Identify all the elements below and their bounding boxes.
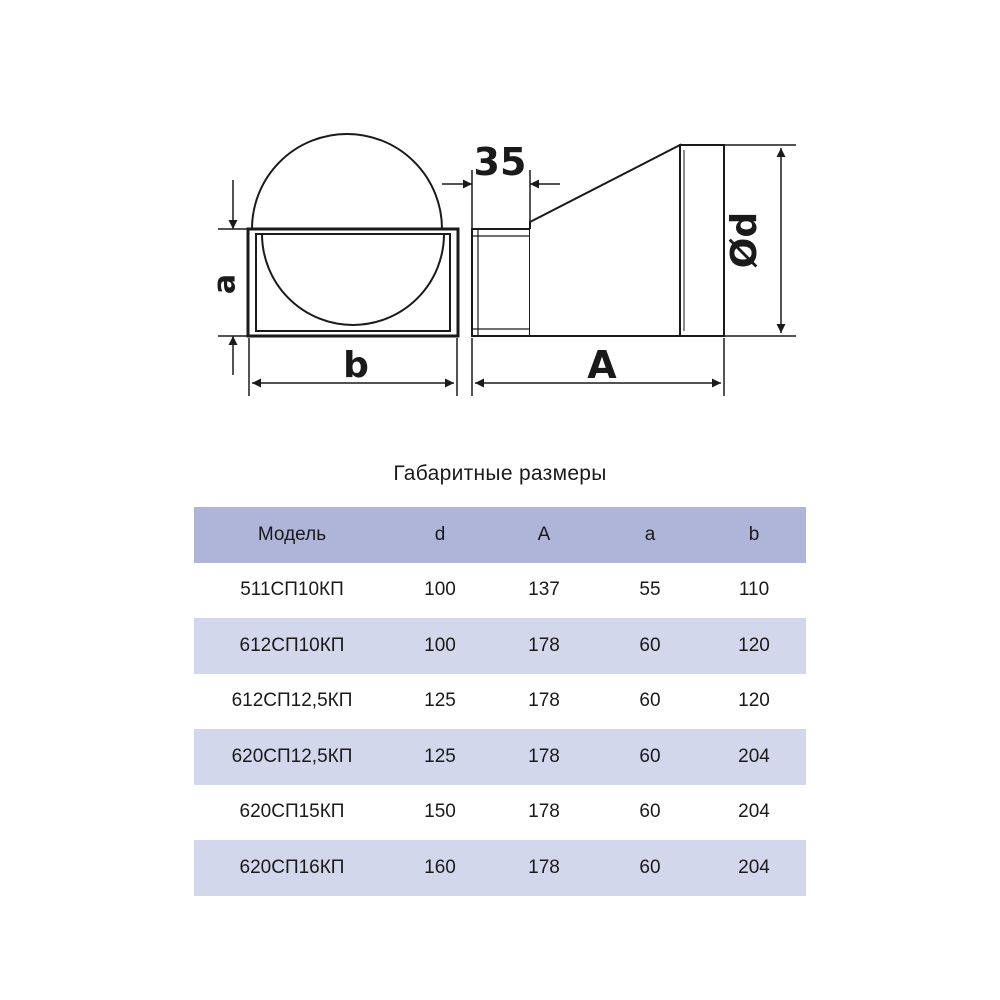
cell-A: 178 bbox=[528, 745, 560, 767]
cell-A: 178 bbox=[528, 690, 560, 712]
table-row: 620СП16КП 160 178 60 204 bbox=[194, 840, 806, 896]
round-duct-top bbox=[251, 133, 443, 230]
rect-flange-outer bbox=[246, 227, 460, 338]
header-d: d bbox=[434, 523, 446, 545]
header-b: b bbox=[748, 523, 760, 545]
technical-drawing: a b 35 A Ød bbox=[208, 133, 796, 396]
cell-d: 125 bbox=[424, 690, 456, 712]
cell-a: 60 bbox=[639, 745, 661, 767]
dim-d bbox=[724, 144, 796, 337]
label-35: 35 bbox=[474, 140, 527, 184]
cell-model: 620СП16КП bbox=[239, 856, 345, 878]
cell-model: 620СП12,5КП bbox=[231, 745, 353, 767]
cell-a: 55 bbox=[639, 579, 661, 601]
table-row: 620СП12,5КП 125 178 60 204 bbox=[194, 729, 806, 785]
dim-b bbox=[248, 338, 458, 396]
cell-d: 100 bbox=[424, 634, 456, 656]
cell-d: 100 bbox=[424, 579, 456, 601]
dim-35 bbox=[442, 170, 560, 229]
cell-b: 204 bbox=[738, 745, 770, 767]
cell-a: 60 bbox=[639, 801, 661, 823]
cell-A: 178 bbox=[528, 801, 560, 823]
cell-A: 178 bbox=[528, 634, 560, 656]
side-flange bbox=[471, 228, 531, 337]
round-spigot bbox=[679, 144, 725, 337]
header-model: Модель bbox=[257, 523, 327, 545]
dimensions-table: Модель d A a b 511СП10КП 100 137 55 110 … bbox=[194, 507, 806, 896]
cell-a: 60 bbox=[639, 856, 661, 878]
label-d: Ød bbox=[724, 212, 765, 268]
cell-a: 60 bbox=[639, 690, 661, 712]
header-a: a bbox=[644, 523, 656, 545]
side-view bbox=[471, 143, 725, 337]
cell-b: 110 bbox=[738, 579, 770, 601]
front-view bbox=[246, 133, 460, 338]
transition-body bbox=[529, 143, 681, 337]
rect-flange-inner bbox=[255, 233, 451, 332]
label-A: A bbox=[587, 343, 617, 387]
cell-a: 60 bbox=[639, 634, 661, 656]
label-a: a bbox=[208, 274, 243, 294]
label-b: b bbox=[343, 345, 369, 386]
cell-d: 150 bbox=[424, 801, 456, 823]
cell-d: 160 bbox=[424, 856, 456, 878]
cell-d: 125 bbox=[424, 745, 456, 767]
cell-b: 204 bbox=[738, 801, 770, 823]
table-header-row: Модель d A a b bbox=[194, 507, 806, 563]
cell-model: 612СП10КП bbox=[239, 634, 345, 656]
dim-A bbox=[471, 338, 725, 396]
table-row: 511СП10КП 100 137 55 110 bbox=[194, 562, 806, 618]
table-row: 612СП12,5КП 125 178 60 120 bbox=[194, 673, 806, 729]
dim-a bbox=[218, 180, 248, 375]
table-row: 620СП15КП 150 178 60 204 bbox=[194, 784, 806, 840]
cell-A: 137 bbox=[528, 579, 560, 601]
cell-b: 204 bbox=[738, 856, 770, 878]
table-row: 612СП10КП 100 178 60 120 bbox=[194, 618, 806, 674]
cell-model: 612СП12,5КП bbox=[231, 690, 353, 712]
cell-model: 620СП15КП bbox=[239, 801, 345, 823]
cell-model: 511СП10КП bbox=[240, 579, 344, 601]
cell-b: 120 bbox=[738, 634, 770, 656]
cell-A: 178 bbox=[528, 856, 560, 878]
table-title: Габаритные размеры bbox=[393, 462, 607, 485]
header-A: A bbox=[537, 523, 551, 545]
round-duct-inner bbox=[261, 233, 445, 326]
cell-b: 120 bbox=[738, 690, 770, 712]
